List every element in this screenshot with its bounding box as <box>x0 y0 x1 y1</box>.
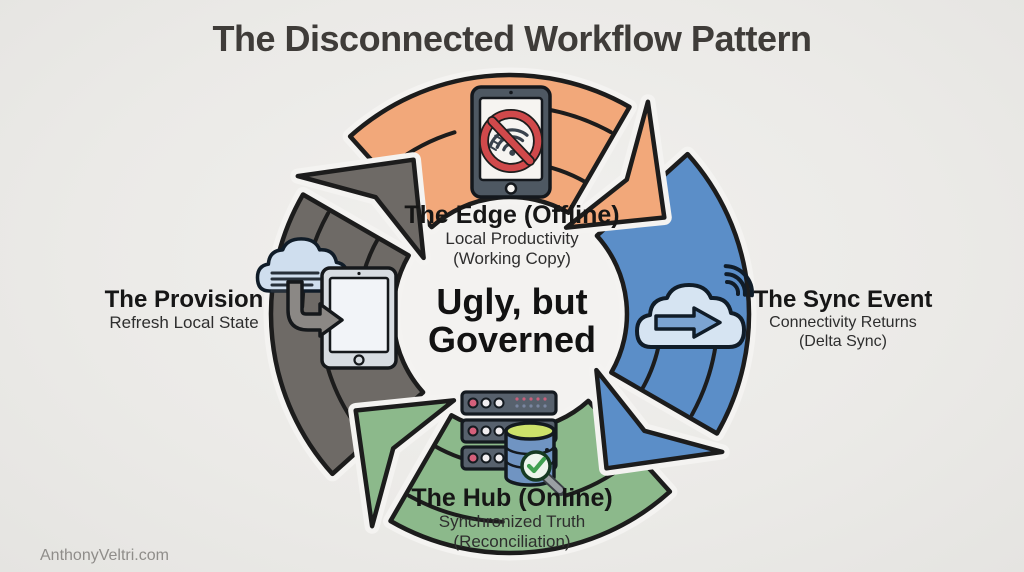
provision-subtitle1: Refresh Local State <box>109 313 259 332</box>
center-label-line1: Ugly, but <box>436 281 588 322</box>
edge-subtitle1: Local Productivity <box>445 229 579 248</box>
hub-arrowhead-icon <box>348 392 462 534</box>
inner-circle <box>392 196 628 432</box>
edge-title: The Edge (Offline) <box>404 201 620 229</box>
edge-subtitle2: (Working Copy) <box>453 249 571 269</box>
center-label-line2: Governed <box>427 318 597 360</box>
provision-arrowhead-icon <box>290 152 432 266</box>
right-arrow-icon <box>654 306 722 339</box>
page-title: The Disconnected Workflow Pattern <box>212 18 812 59</box>
signal-arc-icon <box>723 264 754 298</box>
stage-label-sync: The Sync Event Connectivity Returns (Del… <box>754 288 933 351</box>
server-database-icon <box>460 390 566 496</box>
download-curved-arrow-icon <box>286 280 344 338</box>
sync-title: The Sync Event <box>753 286 933 313</box>
tablet-no-wifi-icon <box>470 85 552 199</box>
cloud-sync-arrow-icon <box>635 264 754 349</box>
stage-label-hub: The Hub (Online) Synchronized Truth (Rec… <box>411 486 612 552</box>
provision-title: The Provision <box>104 286 264 313</box>
sync-subtitle2: (Delta Sync) <box>798 333 888 351</box>
edge-arrowhead-icon <box>558 94 672 236</box>
stage-label-provision: The Provision Refresh Local State <box>105 288 264 332</box>
signal-arc-icon <box>724 272 747 297</box>
hub-title: The Hub (Online) <box>411 484 613 512</box>
hub-subtitle2: (Reconciliation) <box>453 532 571 552</box>
cloud-download-tablet-icon <box>255 237 398 370</box>
prohibition-icon <box>479 109 543 173</box>
stage-label-edge: The Edge (Offline) Local Productivity (W… <box>404 203 619 269</box>
watermark: AnthonyVeltri.com <box>40 547 169 564</box>
sync-subtitle1: Connectivity Returns <box>769 314 917 331</box>
signal-arc-icon <box>725 279 741 296</box>
hub-subtitle1: Synchronized Truth <box>438 512 586 531</box>
center-label: Ugly, but Governed <box>428 283 596 359</box>
sync-arrowhead-icon <box>588 362 730 476</box>
magnifier-check-icon <box>520 450 566 496</box>
